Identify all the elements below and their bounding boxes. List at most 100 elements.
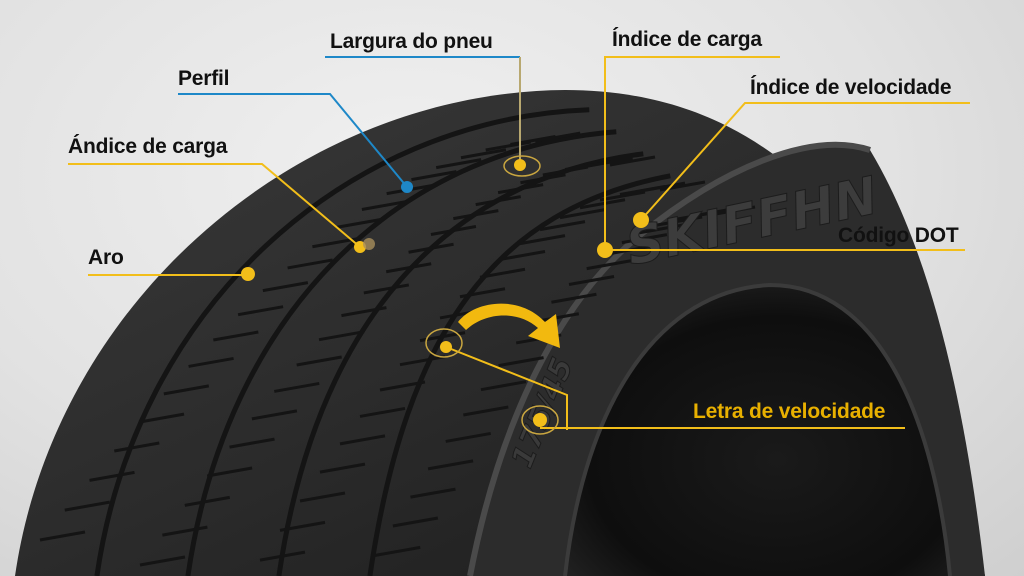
highlight-ring bbox=[425, 328, 463, 358]
tread-sipe bbox=[138, 412, 185, 424]
tread-sipe bbox=[475, 195, 521, 207]
load-index-right-leader bbox=[604, 56, 780, 250]
tread-sipe bbox=[639, 181, 686, 193]
tread-sipe bbox=[206, 466, 253, 478]
tread-sipe bbox=[359, 406, 406, 418]
tread-sipe bbox=[188, 356, 234, 368]
tread-sipe bbox=[399, 355, 446, 367]
tread-sipe bbox=[445, 431, 491, 443]
speed-letter-dot bbox=[533, 413, 547, 427]
tread-sipe bbox=[319, 462, 366, 474]
tread-sipe bbox=[64, 500, 111, 512]
tread-sipe bbox=[361, 200, 408, 211]
profile-leader bbox=[178, 93, 408, 188]
tread-sipe bbox=[498, 356, 544, 368]
tread-sipe bbox=[453, 209, 499, 221]
tread-sipe bbox=[520, 173, 566, 185]
speed-index-leader bbox=[640, 102, 970, 221]
tread-sipe bbox=[336, 217, 383, 229]
tread-sipe bbox=[463, 405, 509, 417]
tread-sipe bbox=[551, 292, 597, 304]
label-dot-code: Código DOT bbox=[838, 224, 959, 247]
tread-sipe bbox=[411, 170, 457, 182]
tire-width-dot bbox=[514, 159, 526, 171]
tread-sipe bbox=[259, 550, 306, 562]
tread-sipe bbox=[534, 131, 581, 143]
tread-sipe bbox=[392, 516, 439, 528]
tread-sipe bbox=[296, 355, 342, 367]
tread-sipe bbox=[408, 242, 454, 254]
rim-opening bbox=[565, 285, 950, 576]
tread-sipe bbox=[609, 155, 656, 167]
tread-grooves bbox=[39, 107, 756, 576]
tread-sipe bbox=[692, 206, 738, 218]
tread-sipe bbox=[341, 306, 387, 318]
label-tire-width: Largura do pneu bbox=[330, 30, 493, 53]
highlight-ring bbox=[503, 155, 541, 177]
tread-sipe bbox=[312, 237, 358, 249]
tread-sipe bbox=[410, 487, 456, 499]
label-profile: Perfil bbox=[178, 67, 230, 90]
load-index-right-dot bbox=[597, 242, 613, 258]
tread-sipe bbox=[363, 283, 410, 295]
tread-sipe bbox=[559, 130, 606, 142]
tread-sipe bbox=[114, 441, 160, 453]
tread-sipe bbox=[542, 165, 589, 177]
curved-arrow-icon bbox=[458, 303, 560, 348]
tread-sipe bbox=[427, 459, 474, 471]
tread-sipe bbox=[274, 381, 320, 393]
tread-sipe bbox=[39, 530, 86, 542]
profile-dot bbox=[401, 181, 413, 193]
tread-sipe bbox=[539, 220, 586, 232]
tread-sipe bbox=[519, 234, 566, 246]
tread-sipe bbox=[262, 281, 309, 293]
tread-sipe bbox=[599, 190, 646, 202]
tread-sipe bbox=[163, 384, 210, 396]
tread-sipe bbox=[279, 520, 326, 532]
highlight-ring bbox=[521, 405, 559, 435]
circumferential-groove bbox=[94, 107, 590, 576]
tread-sipe bbox=[430, 225, 477, 236]
label-speed-letter: Letra de velocidade bbox=[693, 400, 886, 423]
load-index-left-dot-shadow bbox=[363, 238, 375, 250]
tread-sipe bbox=[656, 215, 703, 227]
label-rim: Aro bbox=[88, 246, 124, 269]
tread-sipe bbox=[659, 180, 706, 192]
tread-sipe bbox=[184, 495, 231, 507]
tread-sipe bbox=[162, 525, 208, 537]
load-index-left-leader bbox=[68, 163, 361, 248]
tread-sipe bbox=[339, 434, 386, 446]
tread-sipe bbox=[497, 183, 544, 195]
tread-sipe bbox=[460, 148, 507, 160]
tread-dot bbox=[440, 341, 452, 353]
tread-sipe bbox=[229, 437, 275, 449]
tread-sipe bbox=[639, 223, 685, 235]
tread-sipe bbox=[89, 470, 135, 482]
tread-sipe bbox=[237, 305, 284, 317]
tread-sipe bbox=[587, 156, 633, 168]
tread-sipe bbox=[480, 380, 527, 392]
tread-sipe bbox=[385, 262, 432, 274]
tread-sipe bbox=[318, 330, 365, 342]
tread-sipe bbox=[499, 250, 546, 261]
tread-sipe bbox=[621, 233, 668, 245]
tread-sipe bbox=[459, 287, 506, 299]
tread-sipe bbox=[479, 267, 526, 279]
tread-sipe bbox=[374, 545, 421, 557]
tread-sipe bbox=[299, 491, 346, 503]
tread-sipe bbox=[709, 205, 756, 217]
tread-sipe bbox=[379, 380, 426, 392]
label-load-index-left: Ándice de carga bbox=[68, 135, 228, 158]
tread-sipe bbox=[251, 409, 298, 421]
tread-sipe bbox=[287, 258, 333, 270]
circumferential-groove bbox=[185, 129, 617, 576]
tread-sipe bbox=[559, 208, 606, 220]
label-speed-index: Índice de velocidade bbox=[750, 76, 952, 99]
rim-opening-edge bbox=[563, 282, 952, 576]
tread-sipe bbox=[579, 198, 626, 210]
tread-sipe bbox=[435, 158, 482, 170]
tread-sipe bbox=[213, 330, 259, 342]
tread-sipe bbox=[139, 555, 186, 567]
label-load-index-right: Índice de carga bbox=[612, 28, 762, 51]
